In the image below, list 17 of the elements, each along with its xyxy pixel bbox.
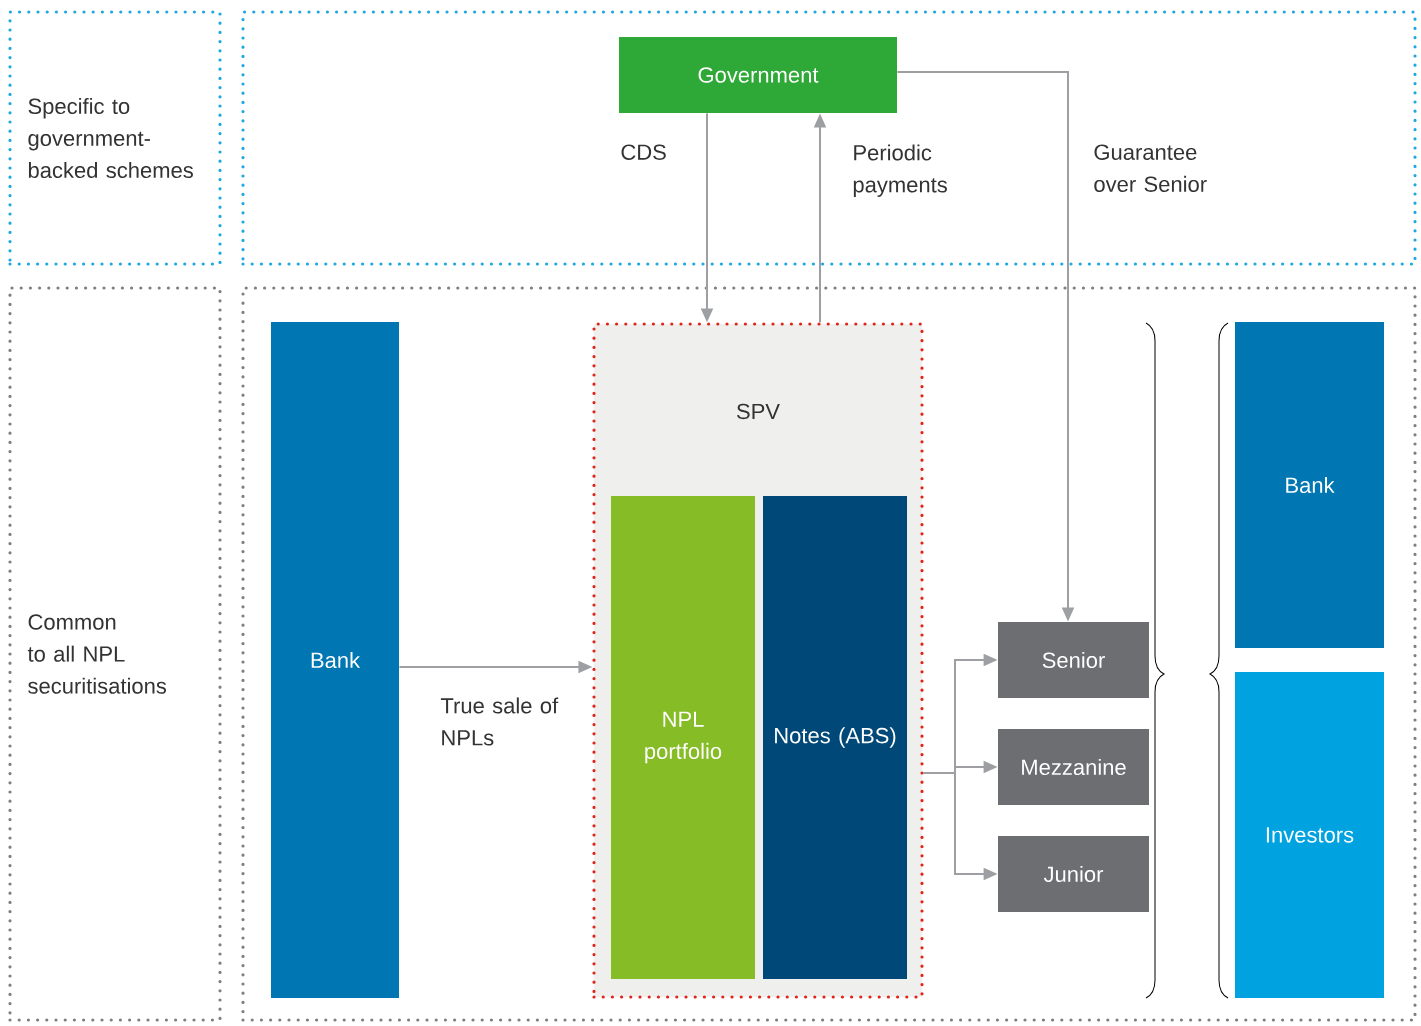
process-box: Government <box>619 37 897 113</box>
edge-label: True sale of NPLs <box>440 697 559 746</box>
edge-label: CDS <box>621 144 666 160</box>
process-box: Investors <box>1235 672 1384 998</box>
dotted-region: Common to all NPL securitisations <box>8 286 222 1022</box>
process-box: Bank <box>271 322 399 998</box>
process-box: Senior <box>998 622 1149 698</box>
process-box: Bank <box>1235 322 1384 648</box>
dotted-region <box>241 286 1417 1022</box>
edge-label: Periodic payments <box>853 144 947 197</box>
process-box: Mezzanine <box>998 729 1149 805</box>
process-box: Notes (ABS) <box>763 496 907 979</box>
dotted-region: Specific to government-backed schemes <box>8 10 222 266</box>
process-box: NPL portfolio <box>611 496 755 979</box>
edge-label: Guarantee over Senior <box>1094 144 1207 192</box>
dotted-region <box>241 10 1417 266</box>
process-box: Junior <box>998 836 1149 912</box>
